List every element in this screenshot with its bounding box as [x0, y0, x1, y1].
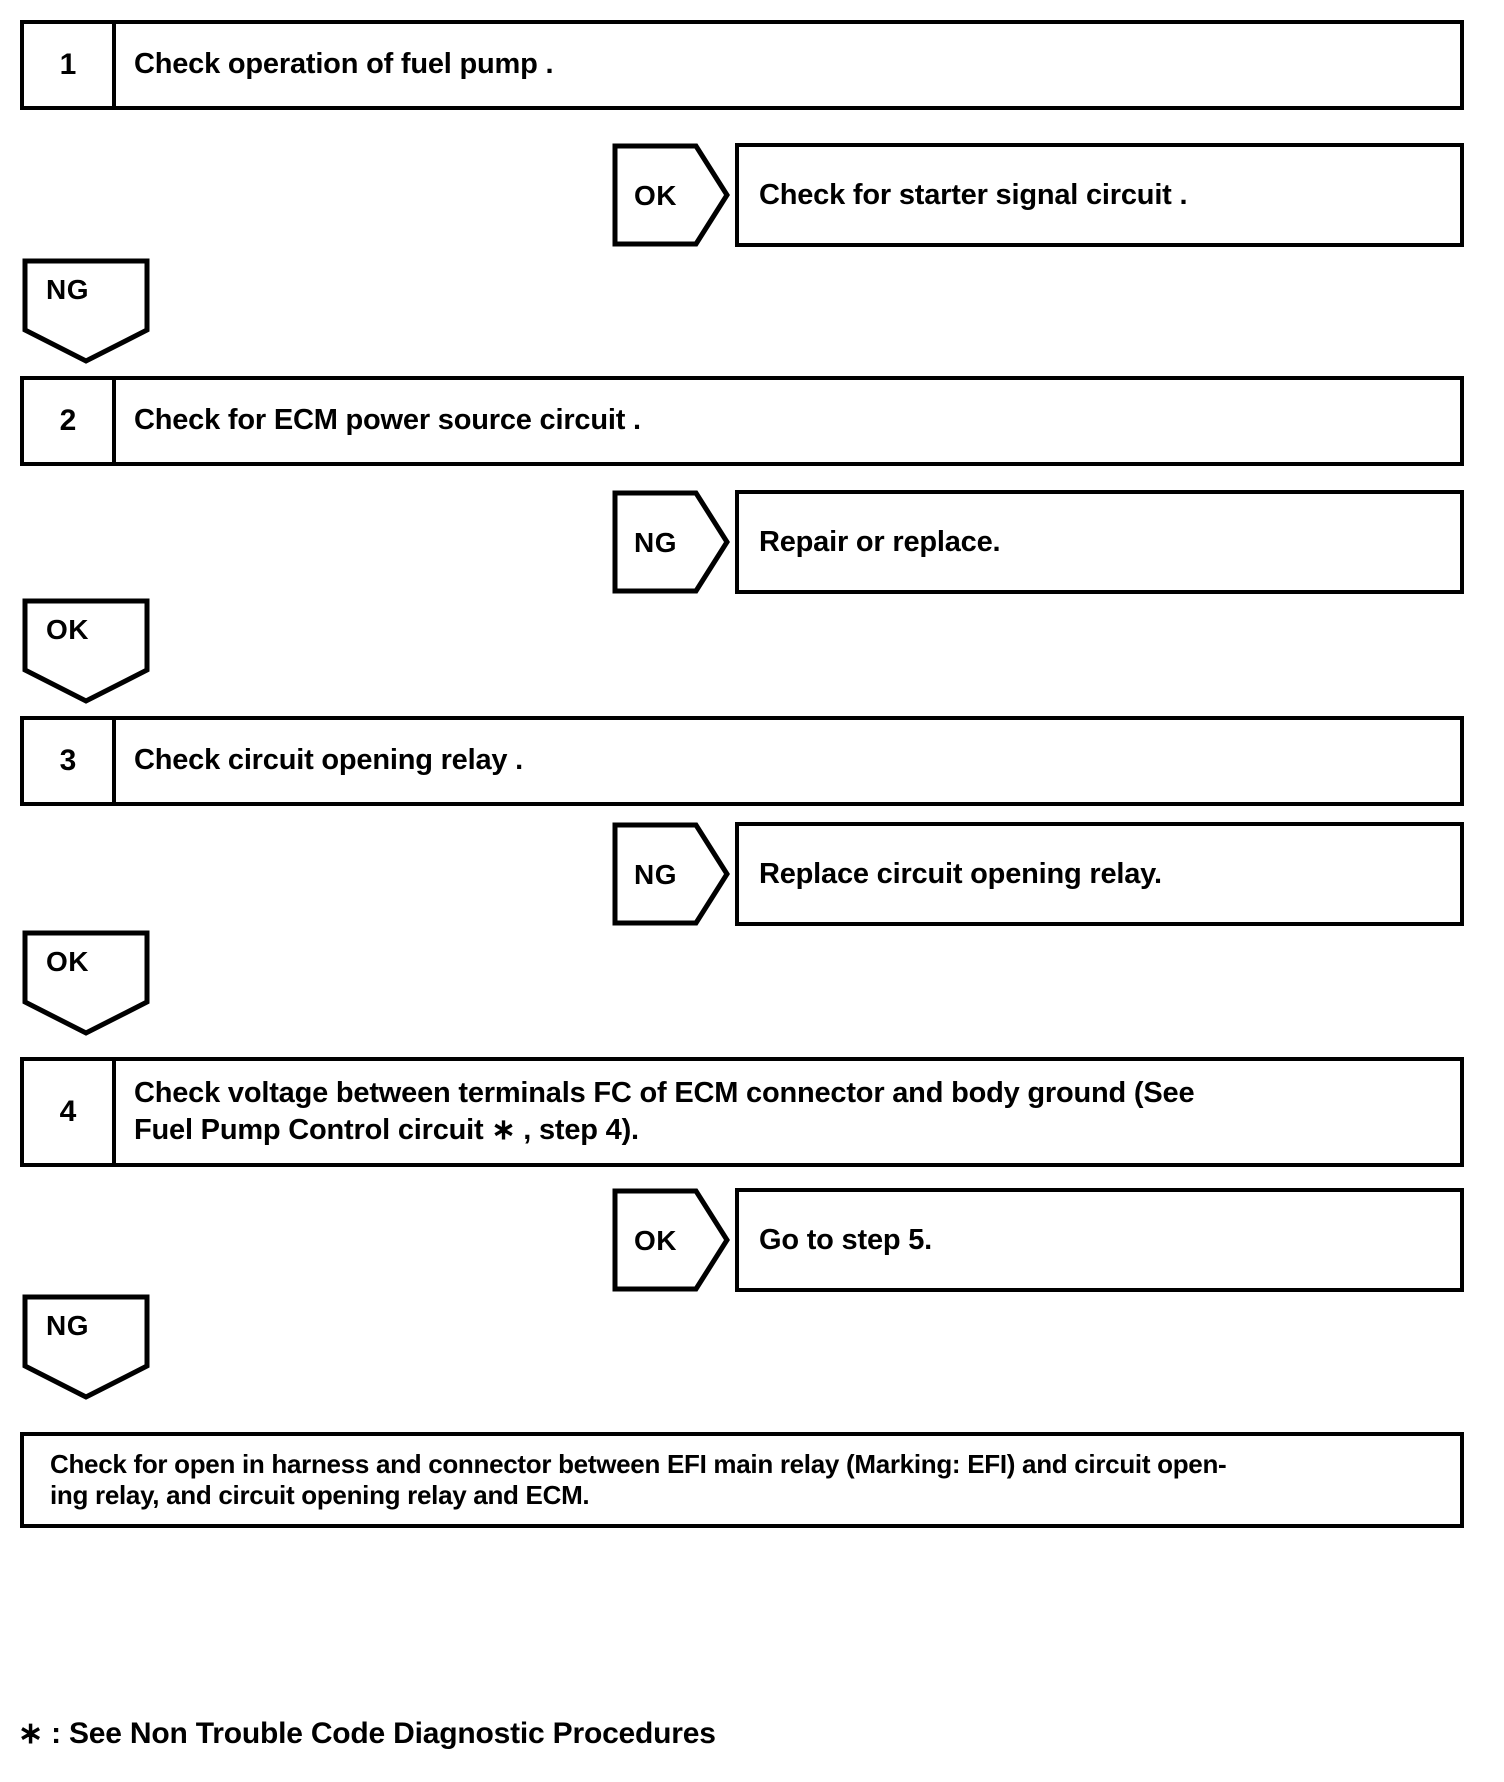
footnote: ∗ : See Non Trouble Code Diagnostic Proc… — [18, 1717, 716, 1750]
step-number-4: 4 — [24, 1061, 116, 1163]
step-box-2[interactable]: 2 Check for ECM power source circuit . — [20, 376, 1464, 466]
branch-result-text-2: Repair or replace. — [759, 525, 1001, 558]
continue-arrow-down-3 — [22, 930, 150, 1036]
step-number-2: 2 — [24, 380, 116, 462]
step-box-3[interactable]: 3 Check circuit opening relay . — [20, 716, 1464, 806]
branch-result-box-1[interactable]: Check for starter signal circuit . — [735, 143, 1464, 247]
step-text-4: Check voltage between terminals FC of EC… — [116, 1061, 1460, 1163]
branch-arrow-right-1 — [612, 143, 730, 247]
conclusion-box[interactable]: Check for open in harness and connector … — [20, 1432, 1464, 1528]
branch-result-text-4: Go to step 5. — [759, 1223, 933, 1256]
step-text-4-line-2: Fuel Pump Control circuit ∗ , step 4). — [134, 1114, 639, 1146]
step-text-2-line-1: Check for ECM power source circuit . — [134, 404, 641, 437]
branch-arrow-right-4 — [612, 1188, 730, 1292]
branch-result-box-4[interactable]: Go to step 5. — [735, 1188, 1464, 1292]
conclusion-line-1: Check for open in harness and connector … — [50, 1449, 1227, 1480]
step-text-2: Check for ECM power source circuit . — [116, 380, 1460, 462]
step-text-1: Check operation of fuel pump . — [116, 24, 1460, 106]
step-number-1: 1 — [24, 24, 116, 106]
branch-result-text-3: Replace circuit opening relay. — [759, 857, 1162, 890]
branch-result-box-2[interactable]: Repair or replace. — [735, 490, 1464, 594]
continue-arrow-down-2 — [22, 598, 150, 704]
branch-result-box-3[interactable]: Replace circuit opening relay. — [735, 822, 1464, 926]
step-text-3: Check circuit opening relay . — [116, 720, 1460, 802]
step-text-4-line-1: Check voltage between terminals FC of EC… — [134, 1076, 1195, 1109]
step-text-3-line-1: Check circuit opening relay . — [134, 744, 524, 777]
step-box-4[interactable]: 4 Check voltage between terminals FC of … — [20, 1057, 1464, 1167]
step-text-1-line-1: Check operation of fuel pump . — [134, 48, 554, 81]
step-box-1[interactable]: 1 Check operation of fuel pump . — [20, 20, 1464, 110]
continue-arrow-down-1 — [22, 258, 150, 364]
conclusion-line-2: ing relay, and circuit opening relay and… — [50, 1480, 590, 1510]
continue-arrow-down-4 — [22, 1294, 150, 1400]
step-number-3: 3 — [24, 720, 116, 802]
branch-arrow-right-2 — [612, 490, 730, 594]
branch-arrow-right-3 — [612, 822, 730, 926]
branch-result-text-1: Check for starter signal circuit . — [759, 178, 1188, 211]
